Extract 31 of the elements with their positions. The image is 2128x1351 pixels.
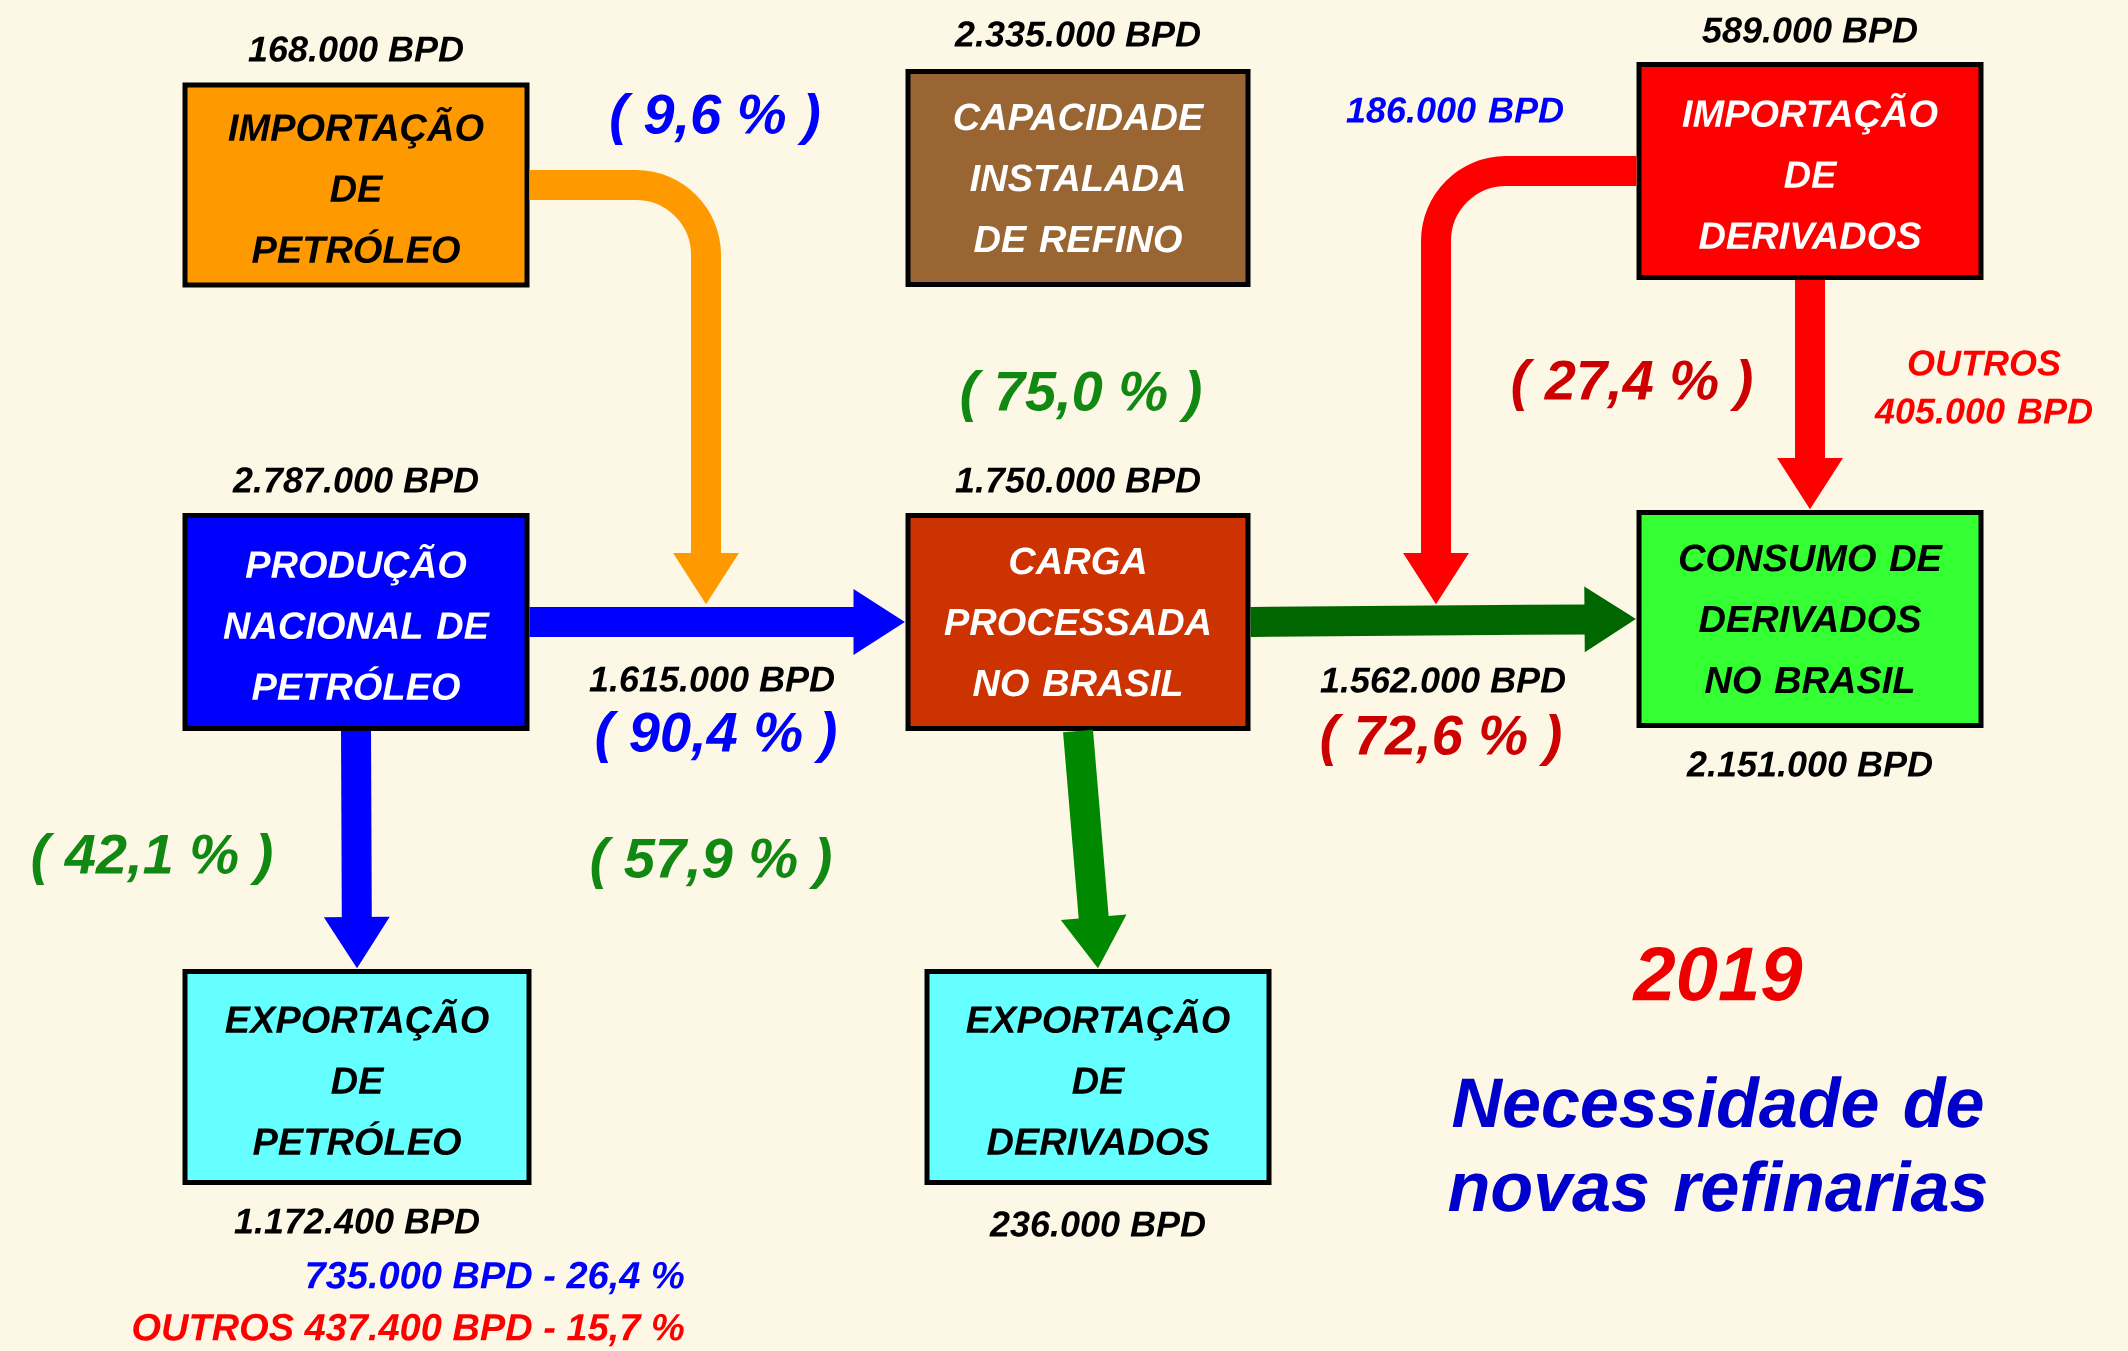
flow-box: CONSUMO DE DERIVADOS NO BRASIL — [1636, 510, 1984, 728]
flow-value: 1.750.000 BPD — [955, 467, 1200, 493]
flow-box: IMPORTAÇÃO DE DERIVADOS — [1636, 62, 1984, 280]
heading-text: Necessidade de novas refinarias — [1448, 1076, 1986, 1212]
percentage-label: ( 57,9 % ) — [591, 836, 831, 890]
flow-value: 2.787.000 BPD — [232, 467, 478, 493]
percentage-label: ( 72,6 % ) — [1321, 713, 1561, 767]
edge-label: 1.562.000 BPD — [1320, 667, 1565, 693]
percentage-label: ( 27,4 % ) — [1512, 358, 1752, 412]
edge-label: 186.000 BPD — [1346, 97, 1563, 123]
flow-value: 589.000 BPD — [1702, 17, 1917, 43]
flow-box: EXPORTAÇÃO DE PETRÓLEO — [182, 969, 532, 1185]
flow-box: IMPORTAÇÃO DE PETRÓLEO — [182, 82, 530, 288]
percentage-label: ( 42,1 % ) — [32, 832, 272, 886]
note-text: 735.000 BPD - 26,4 % — [307, 1261, 684, 1295]
flow-box: EXPORTAÇÃO DE DERIVADOS — [924, 969, 1272, 1185]
heading-text: 2019 — [1632, 947, 1803, 1001]
flow-box: CARGA PROCESSADA NO BRASIL — [905, 513, 1251, 731]
note-text: OUTROS 437.400 BPD - 15,7 % — [133, 1313, 684, 1347]
flow-value: 168.000 BPD — [248, 36, 463, 62]
flow-value: 1.172.400 BPD — [234, 1208, 479, 1234]
percentage-label: ( 90,4 % ) — [596, 710, 836, 764]
flow-value: 2.151.000 BPD — [1686, 751, 1932, 777]
percentage-label: ( 9,6 % ) — [611, 92, 820, 146]
flow-value: 2.335.000 BPD — [954, 21, 1200, 47]
percentage-label: ( 75,0 % ) — [961, 369, 1201, 423]
flow-box: CAPACIDADE INSTALADA DE REFINO — [905, 69, 1251, 287]
flow-box: PRODUÇÃO NACIONAL DE PETRÓLEO — [182, 513, 530, 731]
edge-label: 1.615.000 BPD — [589, 666, 834, 692]
edge-label: OUTROS 405.000 BPD — [1874, 350, 2092, 424]
flow-value: 236.000 BPD — [989, 1211, 1205, 1237]
